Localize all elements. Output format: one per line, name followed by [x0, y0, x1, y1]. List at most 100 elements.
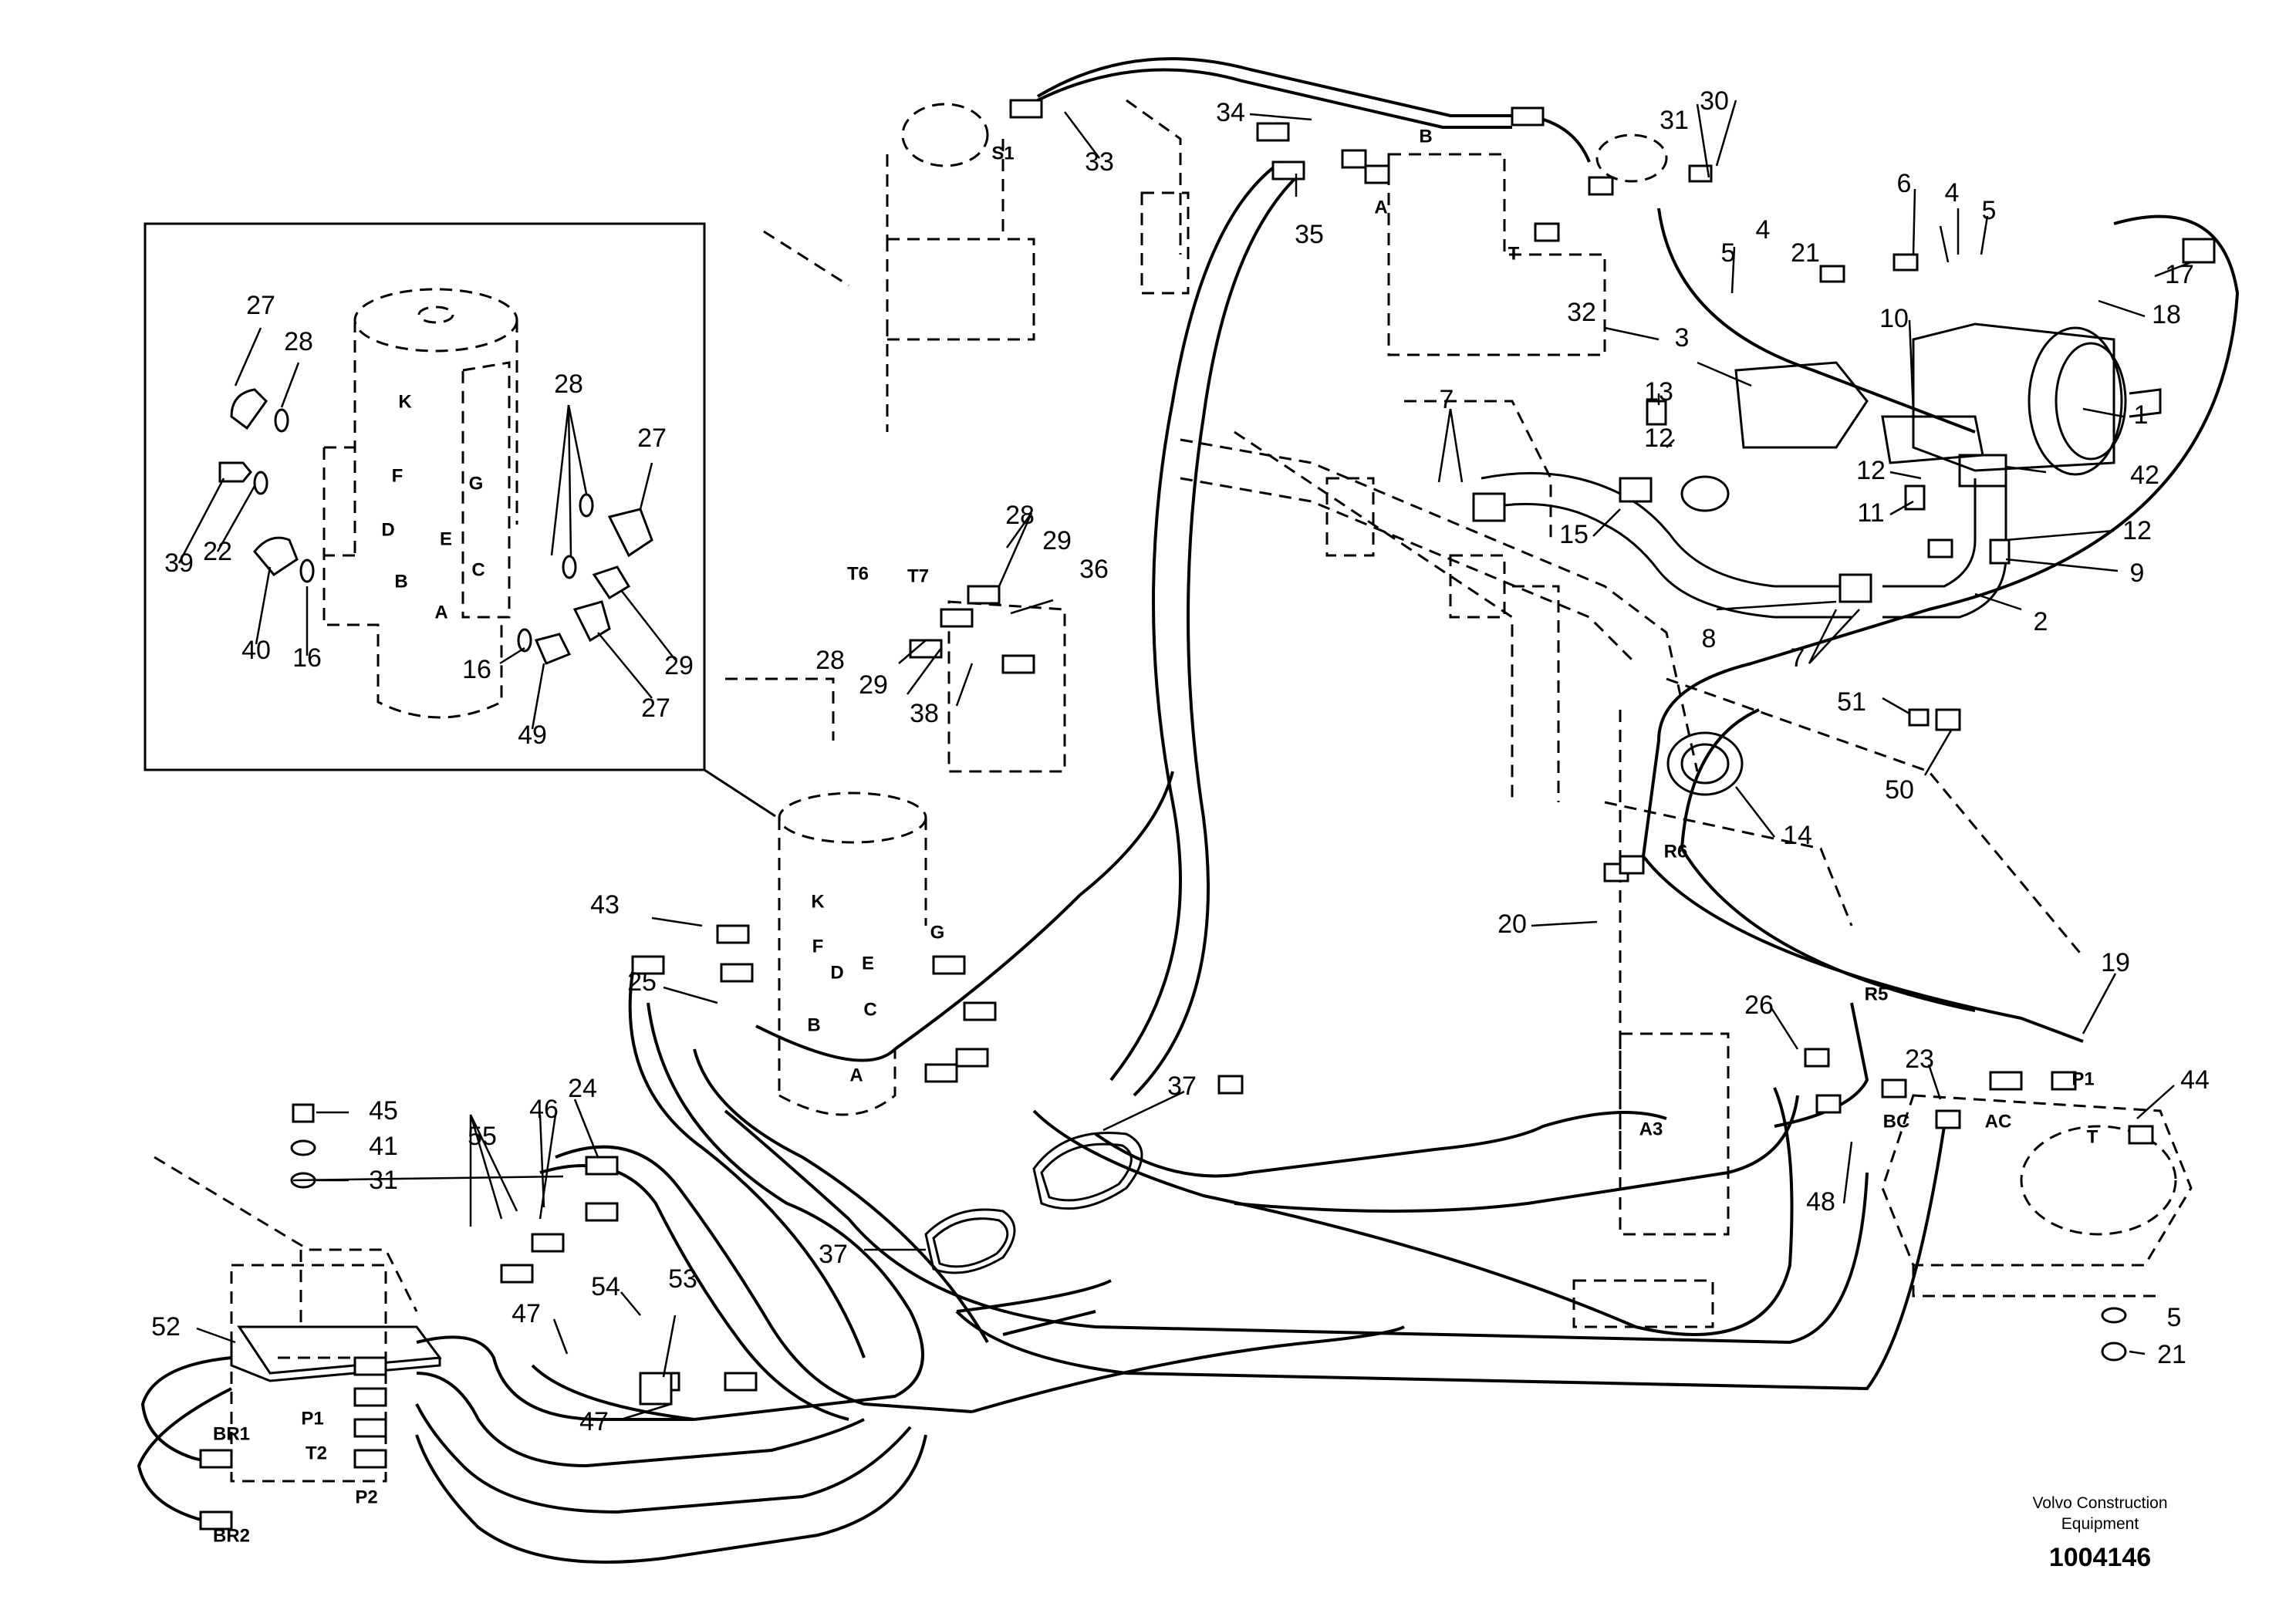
leader-lines — [177, 100, 2192, 1421]
inset-port-b: B — [394, 571, 407, 592]
callout-14: 14 — [1783, 821, 1812, 850]
callout-5-left: 5 — [1721, 238, 1736, 268]
hose-pump-return — [1642, 214, 2240, 857]
callout-20: 20 — [1497, 910, 1527, 939]
port-a: A — [849, 1065, 863, 1085]
port-b-top: B — [1419, 126, 1432, 147]
manifold-block-52 — [230, 1325, 442, 1382]
hose-pilot-top-2 — [1029, 68, 1512, 129]
callout-7-top: 7 — [1440, 385, 1454, 414]
inset-callout-22: 22 — [203, 537, 232, 566]
inset-callout-39: 39 — [164, 548, 194, 578]
callout-43: 43 — [590, 890, 620, 920]
inset-port-f: F — [392, 465, 403, 486]
callout-47-top: 47 — [512, 1299, 541, 1328]
inset-callout-29: 29 — [664, 651, 694, 680]
callout-5-right: 5 — [1982, 196, 1997, 225]
port-br1: BR1 — [213, 1423, 250, 1444]
callout-4-left: 4 — [1756, 215, 1771, 245]
callout-6: 6 — [1897, 169, 1912, 198]
hose-clamp-14 — [1680, 475, 1730, 512]
gear-pump — [1666, 322, 2162, 796]
callout-29-main-top: 29 — [1042, 526, 1072, 555]
tube-2 — [1882, 478, 1977, 588]
callout-7-bottom: 7 — [1791, 643, 1805, 673]
inset-adapter-39 — [218, 461, 252, 483]
hose-pilot-center-1 — [1109, 160, 1282, 1082]
callout-37-right: 37 — [1167, 1072, 1197, 1101]
hose-ac — [955, 1126, 1946, 1391]
inset-elbow-fitting-40 — [253, 536, 299, 576]
inset-frame — [144, 222, 706, 771]
hose-r6 — [1680, 708, 1976, 1012]
inset-callout-28-right: 28 — [554, 370, 583, 399]
callout-44: 44 — [2180, 1065, 2210, 1095]
port-t-right: T — [2087, 1126, 2098, 1147]
inset-o-ring-28-right — [579, 493, 594, 518]
callout-21-top: 21 — [1791, 238, 1820, 268]
callout-12-right: 12 — [2122, 516, 2152, 545]
callout-28-main-top: 28 — [1005, 501, 1035, 530]
callout-10: 10 — [1879, 304, 1909, 333]
callout-52: 52 — [151, 1312, 181, 1342]
callout-37-left: 37 — [819, 1240, 848, 1269]
hose-a3 — [1032, 1087, 1794, 1336]
port-br2: BR2 — [213, 1525, 250, 1546]
callout-19: 19 — [2101, 948, 2130, 977]
footer-brand-line-2: Equipment — [2061, 1515, 2139, 1533]
callout-51: 51 — [1837, 687, 1866, 717]
callout-28-main-bottom: 28 — [815, 646, 845, 675]
callout-54: 54 — [591, 1272, 620, 1301]
bolt-6 — [1893, 253, 1919, 272]
callout-31-left: 31 — [369, 1166, 398, 1195]
callout-47-bottom: 47 — [579, 1407, 609, 1436]
port-a3: A3 — [1639, 1119, 1663, 1139]
callout-2: 2 — [2034, 607, 2048, 636]
pilot-valve-block — [1387, 153, 1606, 356]
callout-15: 15 — [1559, 520, 1589, 549]
callout-36: 36 — [1079, 555, 1109, 584]
port-p1-left: P1 — [301, 1408, 323, 1429]
callout-24: 24 — [568, 1074, 597, 1103]
port-f: F — [812, 936, 824, 957]
callout-53: 53 — [668, 1264, 697, 1294]
clamp-50 — [1935, 708, 1961, 731]
inset-adapter-29 — [592, 565, 631, 600]
inset-o-ring-28 — [274, 408, 289, 433]
inset-o-ring-16 — [299, 559, 315, 583]
port-ac: AC — [1985, 1111, 2012, 1132]
inset-port-e: E — [440, 528, 452, 549]
port-a-top: A — [1374, 197, 1387, 218]
hose-26 — [1094, 1111, 1667, 1178]
inset-port-a: A — [434, 602, 447, 623]
bolt-45 — [292, 1103, 315, 1123]
control-valve-block-top — [886, 238, 1035, 341]
callout-8: 8 — [1702, 624, 1717, 653]
callout-45: 45 — [369, 1096, 398, 1126]
callout-11: 11 — [1857, 498, 1884, 528]
callout-41: 41 — [369, 1132, 398, 1161]
callout-26: 26 — [1744, 991, 1774, 1020]
bolt-51 — [1908, 708, 1930, 727]
callout-21-bottom: 21 — [2157, 1340, 2186, 1369]
inset-callout-27-right: 27 — [637, 424, 667, 453]
callout-48: 48 — [1806, 1187, 1835, 1217]
callout-17: 17 — [2165, 260, 2194, 289]
hose-bc — [724, 1109, 1869, 1345]
port-e: E — [862, 953, 874, 974]
callout-30: 30 — [1700, 86, 1729, 116]
callout-3: 3 — [1675, 323, 1690, 353]
port-t-top: T — [1508, 243, 1520, 264]
port-p1-right: P1 — [2071, 1068, 2094, 1089]
fasteners — [290, 164, 2127, 1362]
callout-13: 13 — [1644, 377, 1673, 407]
callout-38: 38 — [910, 699, 939, 728]
inset-elbow-fitting-27-right — [607, 508, 653, 558]
grommet-14 — [1666, 731, 1744, 796]
inset-port-c: C — [471, 559, 485, 580]
inset-pointer-line — [704, 768, 776, 818]
inset-o-ring-22 — [253, 471, 268, 495]
port-d: D — [830, 962, 843, 983]
fittings — [199, 99, 2216, 1531]
